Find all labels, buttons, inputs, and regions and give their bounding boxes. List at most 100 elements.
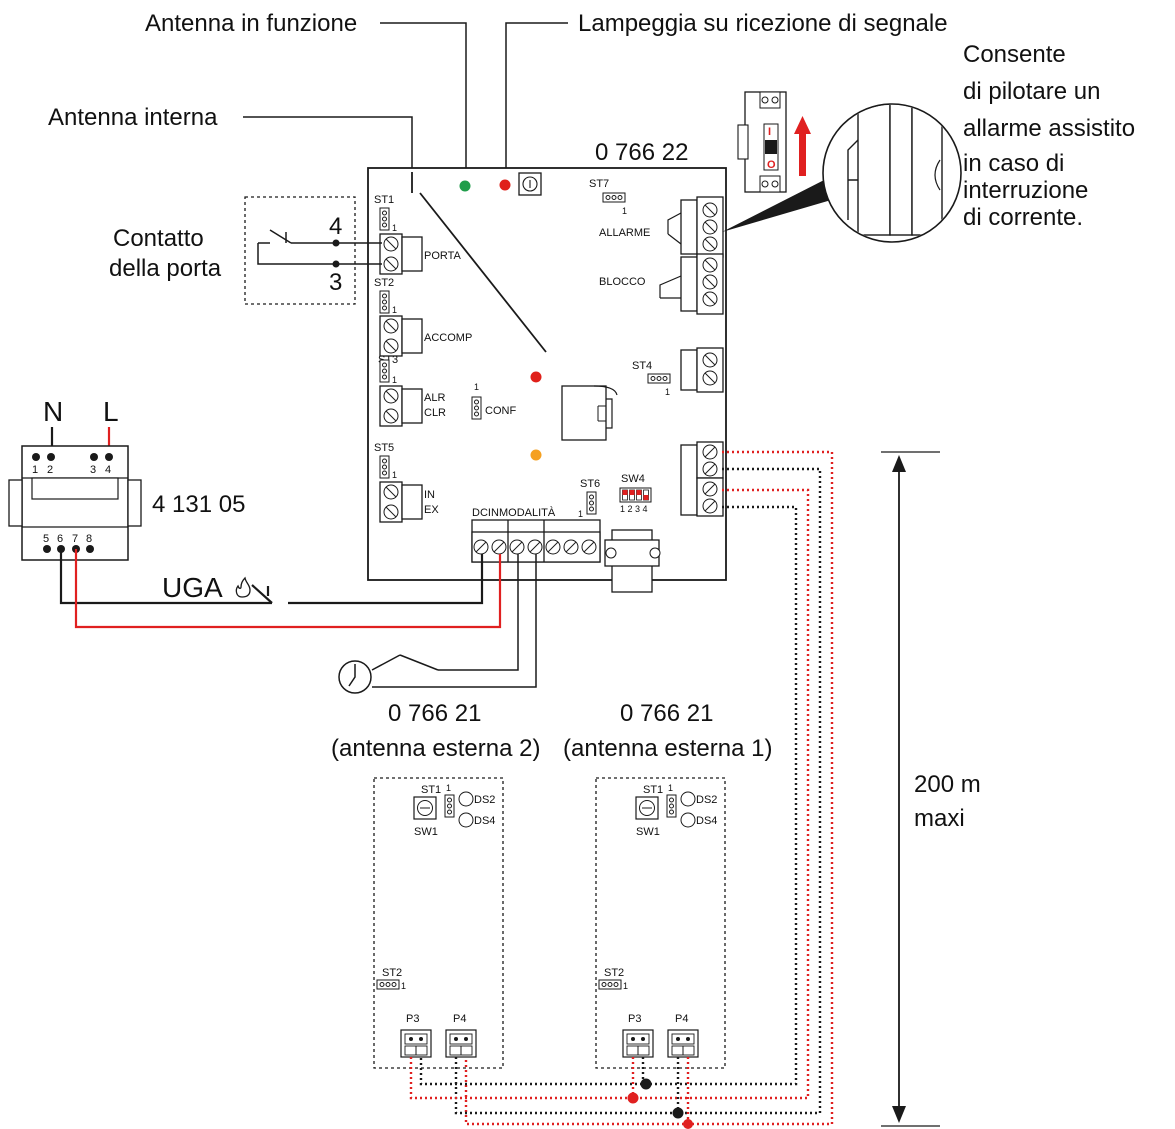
svg-text:DS4: DS4 [696,815,717,827]
led-green [459,180,471,192]
label-internal-antenna: Antenna interna [48,104,218,131]
svg-text:ST1: ST1 [643,784,663,796]
svg-text:1: 1 [668,783,673,793]
led-red-mid [530,371,542,383]
label-antenna-active: Antenna in funzione [145,10,357,37]
svg-text:di pilotare un: di pilotare un [963,78,1100,105]
svg-text:1: 1 [665,387,670,397]
st7-jumper [602,192,626,203]
svg-text:SW1: SW1 [414,826,438,838]
svg-text:ST1: ST1 [421,784,441,796]
door-switch [257,229,336,265]
relay-allarme [667,196,724,258]
svg-text:O: O [767,159,776,171]
door-contact-label-1: Contatto [113,225,204,252]
svg-text:1: 1 [474,382,479,392]
svg-text:3: 3 [329,269,342,296]
st6-label: ST6 [580,478,600,490]
ext-antenna-2: ST1 1 SW1 DS2 DS4 ST2 1 P3 P4 [373,777,504,1069]
svg-text:DS4: DS4 [474,815,495,827]
st1-jumper [379,207,390,231]
st2-label: ST2 [374,277,394,289]
st1-label: ST1 [374,194,394,206]
svg-text:1: 1 [622,206,627,216]
svg-text:8: 8 [86,533,92,545]
door-contact-box [244,196,356,305]
label-blink-signal: Lampeggia su ricezione di segnale [578,10,948,37]
st4-label: ST4 [632,360,652,372]
svg-text:1: 1 [623,981,628,991]
svg-text:4: 4 [329,213,342,240]
terminal-st4 [680,347,724,393]
svg-text:P4: P4 [453,1013,466,1025]
line-label: L [103,396,119,427]
circuit-breaker-icon: I O [737,91,787,193]
sw4-label: SW4 [621,473,645,485]
terminal-porta [379,233,423,275]
alr-label: ALR [424,392,445,404]
wire-timer [372,554,537,688]
svg-text:P3: P3 [628,1013,641,1025]
main-unit-ref: 0 766 22 [595,139,688,166]
in-label: IN [424,489,435,501]
st7-label: ST7 [589,178,609,190]
power-supply-ref: 4 131 05 [152,491,245,518]
ext-antenna-1-name: (antenna esterna 1) [563,735,772,762]
terminal-alr-clr [379,385,423,427]
svg-text:1: 1 [392,375,397,385]
svg-text:in caso di: in caso di [963,150,1064,177]
svg-text:P4: P4 [675,1013,688,1025]
svg-text:3: 3 [90,464,96,476]
svg-text:DS2: DS2 [696,794,717,806]
svg-text:P3: P3 [406,1013,419,1025]
up-arrow-icon [794,116,811,176]
distance-value: 200 m [914,771,981,798]
svg-text:1: 1 [32,464,38,476]
svg-text:1: 1 [446,783,451,793]
distance-qualifier: maxi [914,805,965,832]
leader-internal-antenna [243,116,413,178]
svg-text:ST2: ST2 [604,967,624,979]
terminal-bus [680,441,724,517]
svg-text:SW1: SW1 [636,826,660,838]
svg-text:6: 6 [57,533,63,545]
modalita-label: MODALITÀ [499,506,556,519]
leader-antenna-active [380,22,467,178]
power-supply [8,445,142,561]
svg-text:di corrente.: di corrente. [963,204,1083,231]
ext-antenna-1-ref: 0 766 21 [620,700,713,727]
svg-text:7: 7 [72,533,78,545]
svg-text:ST2: ST2 [382,967,402,979]
terminal-bottom-row [471,519,601,563]
zoom-callout-wedge [722,176,838,232]
blocco-label: BLOCCO [599,276,646,288]
distance-dimension [881,451,940,1127]
svg-text:1: 1 [392,305,397,315]
uga-label: UGA [162,572,223,603]
svg-text:interruzione: interruzione [963,177,1088,204]
allarme-label: ALLARME [599,227,650,239]
clr-label: CLR [424,407,446,419]
wire-black-uga [59,549,272,605]
dcin-label: DCIN [472,507,499,519]
ext-antenna-2-ref: 0 766 21 [388,700,481,727]
svg-text:5: 5 [43,533,49,545]
svg-text:1: 1 [401,981,406,991]
accomp-label: ACCOMP [424,332,472,344]
st5-label: ST5 [374,442,394,454]
svg-text:Consente: Consente [963,41,1066,68]
ex-label: EX [424,504,439,516]
led-orange [530,449,542,461]
rj-connector [561,385,618,441]
bus-wiring [409,450,834,1126]
conf-jumper [471,396,482,420]
svg-text:DS2: DS2 [474,794,495,806]
svg-text:1: 1 [392,470,397,480]
led-red [499,179,511,191]
ext-antenna-1: ST1 1 SW1 DS2 DS4 ST2 1 P3 P4 [595,777,726,1069]
terminal-accomp [379,315,423,357]
porta-label: PORTA [424,250,462,262]
svg-text:allarme assistito: allarme assistito [963,115,1135,142]
wire-red-supply [74,549,502,629]
